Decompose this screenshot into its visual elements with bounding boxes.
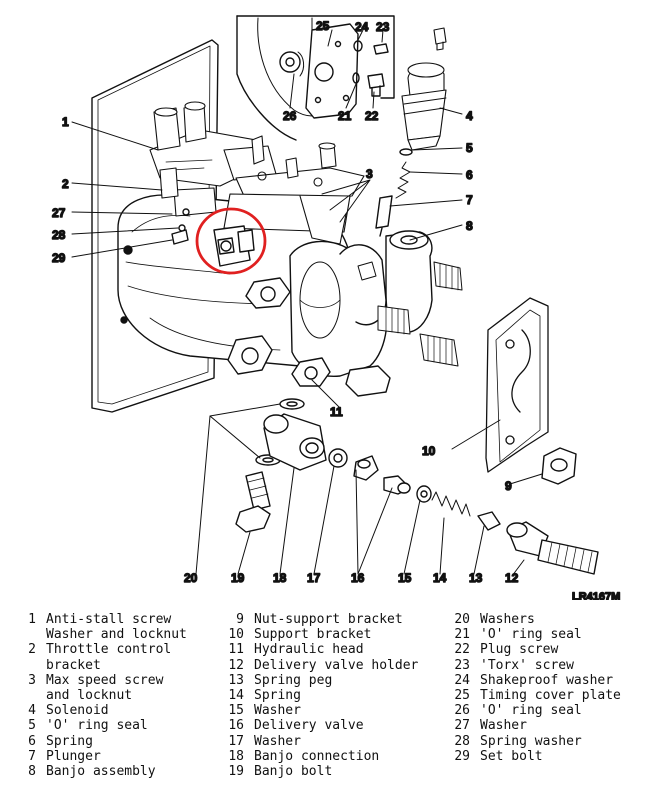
callout-14: 14 [433,571,447,585]
banjo-connection [263,413,327,471]
plunger-7 [375,195,393,229]
callout-20: 20 [184,571,198,585]
leader-lines [71,29,543,577]
nut-9 [541,447,577,485]
delivery-valve-holder [506,521,599,575]
callout-29: 29 [52,251,66,265]
callout-22: 22 [365,109,379,123]
callout-16: 16 [351,571,365,585]
support-bracket [485,297,549,473]
solenoid [401,27,447,151]
callout-13: 13 [469,571,483,585]
callout-27: 27 [52,206,66,220]
callout-labels: 1 2 3 4 5 6 7 8 9 10 11 12 13 14 15 16 1… [51,18,621,600]
callout-24: 24 [355,20,369,34]
exploded-diagram: 1 2 3 4 5 6 7 8 9 10 11 12 13 14 15 16 1… [51,15,621,600]
callout-7: 7 [466,193,473,207]
timing-cover-inset [236,15,395,141]
callout-3: 3 [366,167,373,181]
callout-25: 25 [316,19,330,33]
top-assembly [149,101,365,245]
callout-23: 23 [376,20,390,34]
washer-20a [279,398,305,410]
highlighted-set-bolt [213,225,255,267]
callout-8: 8 [466,219,473,233]
callout-28: 28 [52,228,66,242]
spring-peg-13 [477,511,501,531]
callout-5: 5 [466,141,473,155]
callout-26: 26 [283,109,297,123]
washer-17 [328,448,348,468]
callout-1: 1 [62,115,69,129]
callout-15: 15 [398,571,412,585]
highlight-circle [195,207,267,275]
threaded-outlet [357,261,463,367]
callout-10: 10 [422,444,436,458]
callout-4: 4 [466,109,473,123]
callout-18: 18 [273,571,287,585]
figure-code: LR4167M [572,591,620,600]
delivery-valve [353,455,411,495]
washer-15 [416,485,432,503]
callout-19: 19 [231,571,245,585]
callout-11: 11 [330,405,343,419]
callout-12: 12 [505,571,519,585]
callout-9: 9 [505,479,512,493]
callout-6: 6 [466,168,473,182]
spring-14 [431,491,471,517]
callout-21: 21 [338,109,352,123]
callout-2: 2 [62,177,69,191]
spring-6 [395,161,411,199]
callout-17: 17 [307,571,321,585]
banjo-bolt [235,471,271,533]
